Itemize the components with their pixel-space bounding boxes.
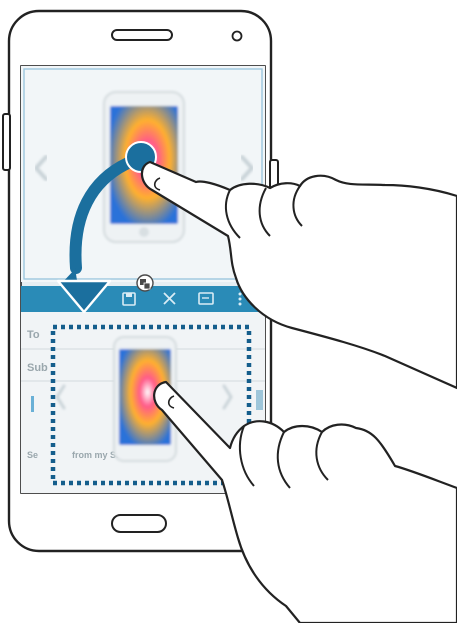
subject-label: Sub	[27, 362, 48, 374]
earpiece	[112, 30, 172, 40]
signature-prefix: Se	[27, 450, 38, 460]
home-button[interactable]	[112, 515, 166, 532]
more-icon[interactable]	[239, 293, 242, 306]
text-cursor	[31, 396, 34, 412]
drag-handle-icon[interactable]	[137, 275, 153, 291]
front-camera	[233, 32, 242, 41]
to-label: To	[27, 329, 40, 341]
screen: To Sub Se from my Sa	[21, 66, 265, 493]
